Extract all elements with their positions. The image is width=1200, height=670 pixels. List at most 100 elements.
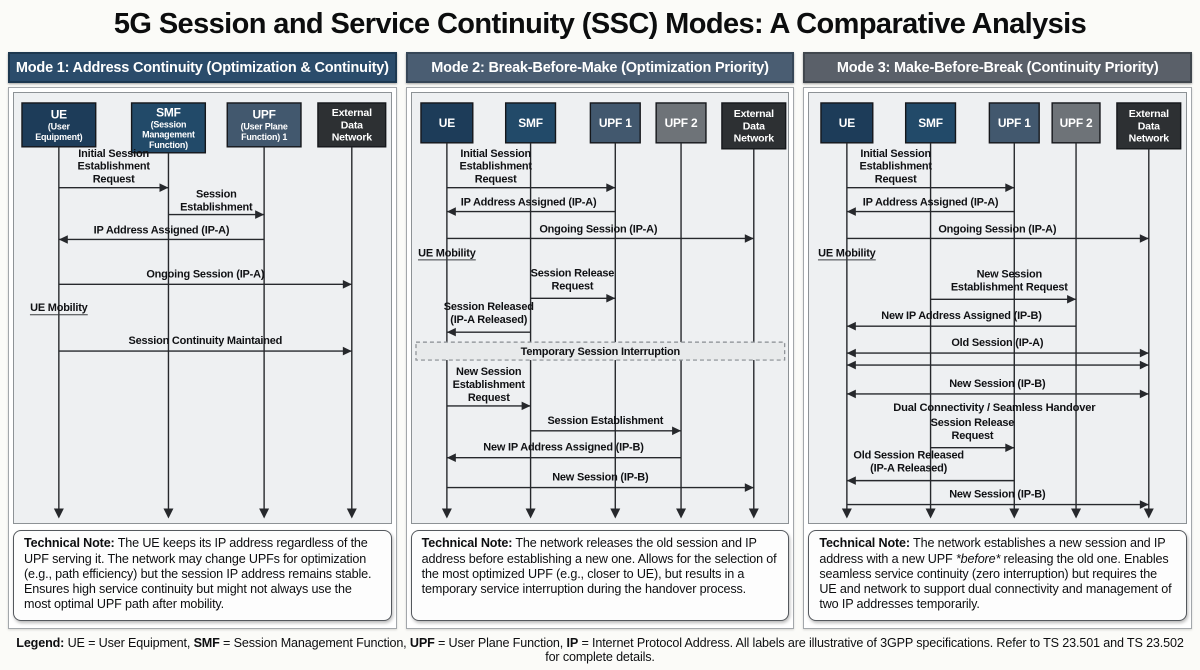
svg-text:UE: UE [438, 116, 454, 130]
svg-text:(IP-A Released): (IP-A Released) [871, 463, 949, 475]
svg-text:Request: Request [952, 430, 994, 442]
svg-text:Initial Session: Initial Session [78, 148, 149, 160]
text-segment: Legend: [16, 636, 65, 650]
svg-text:Temporary Session Interruption: Temporary Session Interruption [520, 346, 680, 358]
svg-text:UPF 1: UPF 1 [998, 116, 1031, 130]
text-segment: = User Plane Function, [434, 636, 567, 650]
svg-text:Request: Request [551, 280, 593, 292]
legend: Legend: UE = User Equipment, SMF = Sessi… [8, 636, 1192, 664]
technical-note-mode-3: Technical Note: The network establishes … [808, 530, 1188, 622]
svg-text:Network: Network [733, 132, 774, 144]
svg-text:IP Address Assigned (IP-A): IP Address Assigned (IP-A) [460, 197, 596, 209]
svg-text:Establishment Request: Establishment Request [951, 281, 1068, 293]
svg-text:Session Establishment: Session Establishment [547, 415, 663, 427]
svg-text:SMF: SMF [156, 105, 181, 119]
sequence-diagram-mode-2: UE SMF UPF 1 UPF 2 ExternalDataNetworkInitia… [410, 92, 790, 525]
svg-text:(User: (User [48, 122, 71, 132]
svg-text:Session: Session [196, 189, 237, 201]
svg-text:External: External [1129, 108, 1169, 120]
svg-text:Session Continuity Maintained: Session Continuity Maintained [128, 335, 282, 347]
svg-text:Request: Request [467, 392, 509, 404]
text-segment: = Internet Protocol Address. All labels … [545, 636, 1184, 664]
panel-header-mode-2: Mode 2: Break-Before-Make (Optimization … [405, 52, 795, 83]
text-segment: The network establishes a new session an… [819, 536, 1166, 566]
svg-text:New Session (IP-B): New Session (IP-B) [950, 378, 1047, 390]
svg-text:UE: UE [839, 116, 855, 130]
svg-text:IP Address Assigned (IP-A): IP Address Assigned (IP-A) [863, 197, 999, 209]
svg-text:Management: Management [142, 130, 195, 140]
svg-text:Establishment: Establishment [860, 161, 933, 173]
text-segment: Technical Note: [819, 536, 910, 551]
svg-text:External: External [733, 108, 773, 120]
svg-text:Establishment: Establishment [452, 379, 525, 391]
svg-text:Network: Network [332, 131, 373, 143]
text-segment: releasing the old one. Enables seamless … [819, 551, 1172, 611]
svg-text:UE Mobility: UE Mobility [30, 302, 89, 314]
svg-text:External: External [332, 107, 372, 119]
svg-text:Session Release: Session Release [530, 267, 614, 279]
svg-text:UPF: UPF [252, 107, 275, 121]
svg-text:New Session (IP-B): New Session (IP-B) [552, 472, 649, 484]
panels-container: Mode 1: Address Continuity (Optimization… [8, 52, 1193, 629]
svg-text:(IP-A Released): (IP-A Released) [450, 314, 528, 326]
svg-text:Ongoing Session (IP-A): Ongoing Session (IP-A) [146, 268, 264, 280]
text-segment: The network releases the old session and… [421, 536, 777, 596]
svg-text:UE: UE [51, 107, 67, 121]
svg-text:Request: Request [93, 174, 135, 186]
page-title: 5G Session and Service Continuity (SSC) … [113, 8, 1087, 40]
svg-text:New IP Address Assigned (IP-B): New IP Address Assigned (IP-B) [483, 442, 644, 454]
svg-text:New IP Address Assigned (IP-B): New IP Address Assigned (IP-B) [882, 310, 1043, 322]
svg-text:IP Address Assigned (IP-A): IP Address Assigned (IP-A) [94, 225, 230, 237]
text-segment: *before* [955, 551, 1001, 566]
svg-text:Function): Function) [149, 140, 188, 150]
svg-text:New Session (IP-B): New Session (IP-B) [950, 489, 1047, 501]
svg-text:(Session: (Session [151, 119, 187, 129]
svg-text:Dual Connectivity / Seamless H: Dual Connectivity / Seamless Handover [894, 402, 1097, 414]
text-segment: UE = User Equipment, [64, 636, 194, 650]
panel-header-mode-1: Mode 1: Address Continuity (Optimization… [8, 52, 397, 83]
text-segment: UPF [409, 636, 435, 650]
svg-text:Ongoing Session (IP-A): Ongoing Session (IP-A) [539, 224, 657, 236]
panel-header-mode-3: Mode 3: Make-Before-Break (Continuity Pr… [803, 52, 1193, 83]
svg-text:UPF 2: UPF 2 [664, 116, 697, 130]
svg-text:Establishment: Establishment [180, 202, 253, 214]
text-segment: The UE keeps its IP address regardless o… [24, 536, 372, 611]
svg-text:Data: Data [1138, 120, 1160, 132]
svg-text:Equipment): Equipment) [35, 132, 82, 142]
text-segment: IP [566, 636, 579, 650]
svg-text:Initial Session: Initial Session [460, 148, 531, 160]
svg-text:Network: Network [1129, 132, 1170, 144]
svg-text:SMF: SMF [518, 116, 543, 130]
technical-note-mode-2: Technical Note: The network releases the… [410, 530, 790, 622]
svg-text:Data: Data [341, 119, 363, 131]
svg-text:Old Session Released: Old Session Released [854, 450, 964, 462]
svg-text:Old Session (IP-A): Old Session (IP-A) [952, 337, 1045, 349]
svg-text:Establishment: Establishment [459, 161, 532, 173]
svg-text:Data: Data [742, 120, 764, 132]
svg-text:Session Released: Session Released [443, 301, 533, 313]
svg-text:Establishment: Establishment [78, 161, 151, 173]
svg-text:(User Plane: (User Plane [241, 122, 288, 132]
panel-column-mode-3: Mode 3: Make-Before-Break (Continuity Pr… [803, 52, 1193, 629]
panel-column-mode-2: Mode 2: Break-Before-Make (Optimization … [405, 52, 795, 629]
svg-text:New Session: New Session [977, 268, 1043, 280]
svg-text:Ongoing Session (IP-A): Ongoing Session (IP-A) [939, 224, 1057, 236]
text-segment: Technical Note: [421, 536, 513, 551]
svg-text:Request: Request [474, 174, 516, 186]
svg-text:Function) 1: Function) 1 [241, 132, 287, 142]
svg-text:UPF 2: UPF 2 [1060, 116, 1093, 130]
text-segment: Technical Note: [24, 536, 115, 551]
svg-text:Initial Session: Initial Session [861, 148, 932, 160]
svg-text:Session Release: Session Release [931, 417, 1015, 429]
svg-text:UE Mobility: UE Mobility [418, 247, 477, 259]
sequence-diagram-mode-1: UE(UserEquipment)SMF(SessionManagementFu… [13, 92, 392, 525]
svg-text:UPF 1: UPF 1 [599, 116, 632, 130]
panel-column-mode-1: Mode 1: Address Continuity (Optimization… [8, 52, 397, 629]
technical-note-mode-1: Technical Note: The UE keeps its IP addr… [13, 530, 392, 622]
svg-text:Request: Request [875, 174, 917, 186]
svg-text:UE Mobility: UE Mobility [818, 247, 877, 259]
